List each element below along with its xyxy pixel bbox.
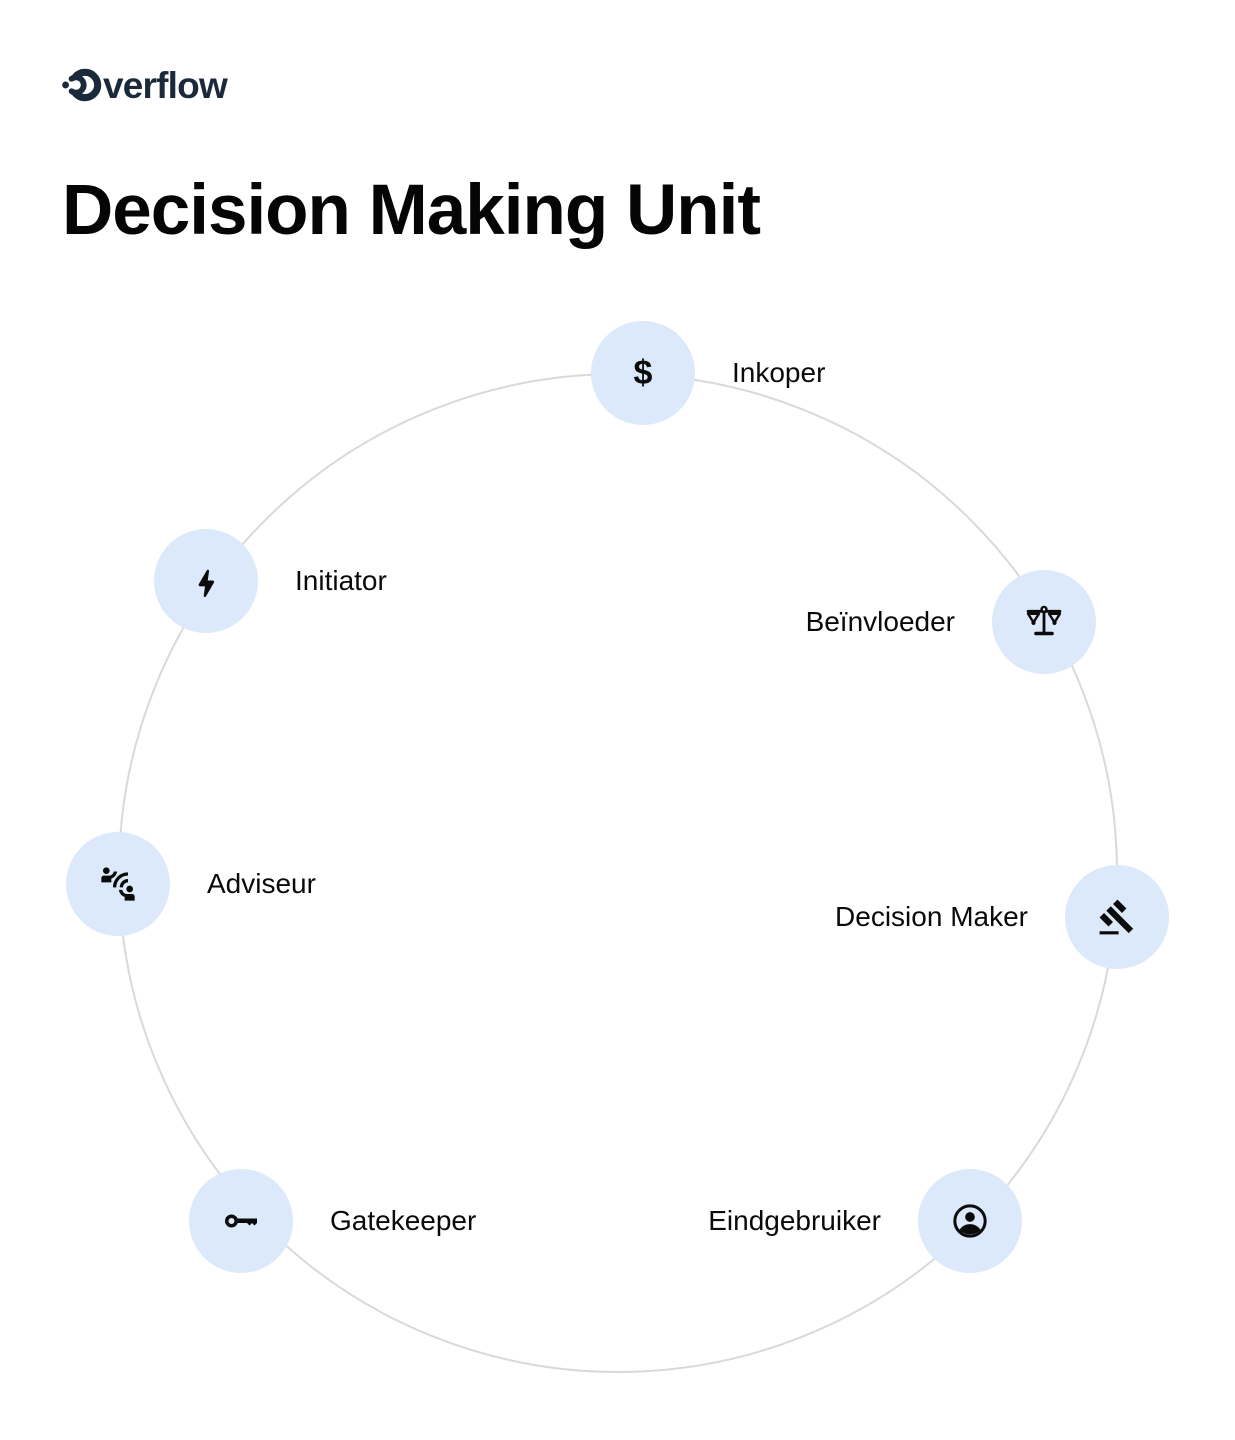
node-gatekeeper bbox=[189, 1169, 293, 1273]
dollar-icon: $ bbox=[633, 354, 653, 392]
page-title: Decision Making Unit bbox=[62, 171, 761, 250]
bolt-icon bbox=[198, 569, 215, 598]
node-label-eindgebruiker: Eindgebruiker bbox=[708, 1205, 881, 1236]
node-label-adviseur: Adviseur bbox=[207, 868, 316, 899]
node-label-decision-maker: Decision Maker bbox=[835, 901, 1028, 932]
balance-scale-icon bbox=[1026, 605, 1062, 636]
node-eindgebruiker bbox=[918, 1169, 1022, 1273]
node-beinvloeder bbox=[992, 570, 1096, 674]
node-decision-maker bbox=[1065, 865, 1169, 969]
brand-logo: verflow bbox=[62, 64, 228, 106]
connect-people-icon bbox=[101, 867, 135, 901]
node-label-gatekeeper: Gatekeeper bbox=[330, 1205, 477, 1236]
overflow-o-mark-icon bbox=[62, 68, 102, 102]
node-inkoper: $ bbox=[591, 321, 695, 425]
account-circle-icon bbox=[953, 1204, 987, 1238]
node-adviseur bbox=[66, 832, 170, 936]
gavel-icon bbox=[1099, 899, 1134, 935]
node-initiator bbox=[154, 529, 258, 633]
brand-wordmark: verflow bbox=[103, 64, 228, 106]
node-label-beinvloeder: Beïnvloeder bbox=[805, 606, 955, 637]
key-icon bbox=[224, 1214, 257, 1228]
node-label-inkoper: Inkoper bbox=[732, 357, 826, 388]
node-label-initiator: Initiator bbox=[295, 565, 387, 596]
